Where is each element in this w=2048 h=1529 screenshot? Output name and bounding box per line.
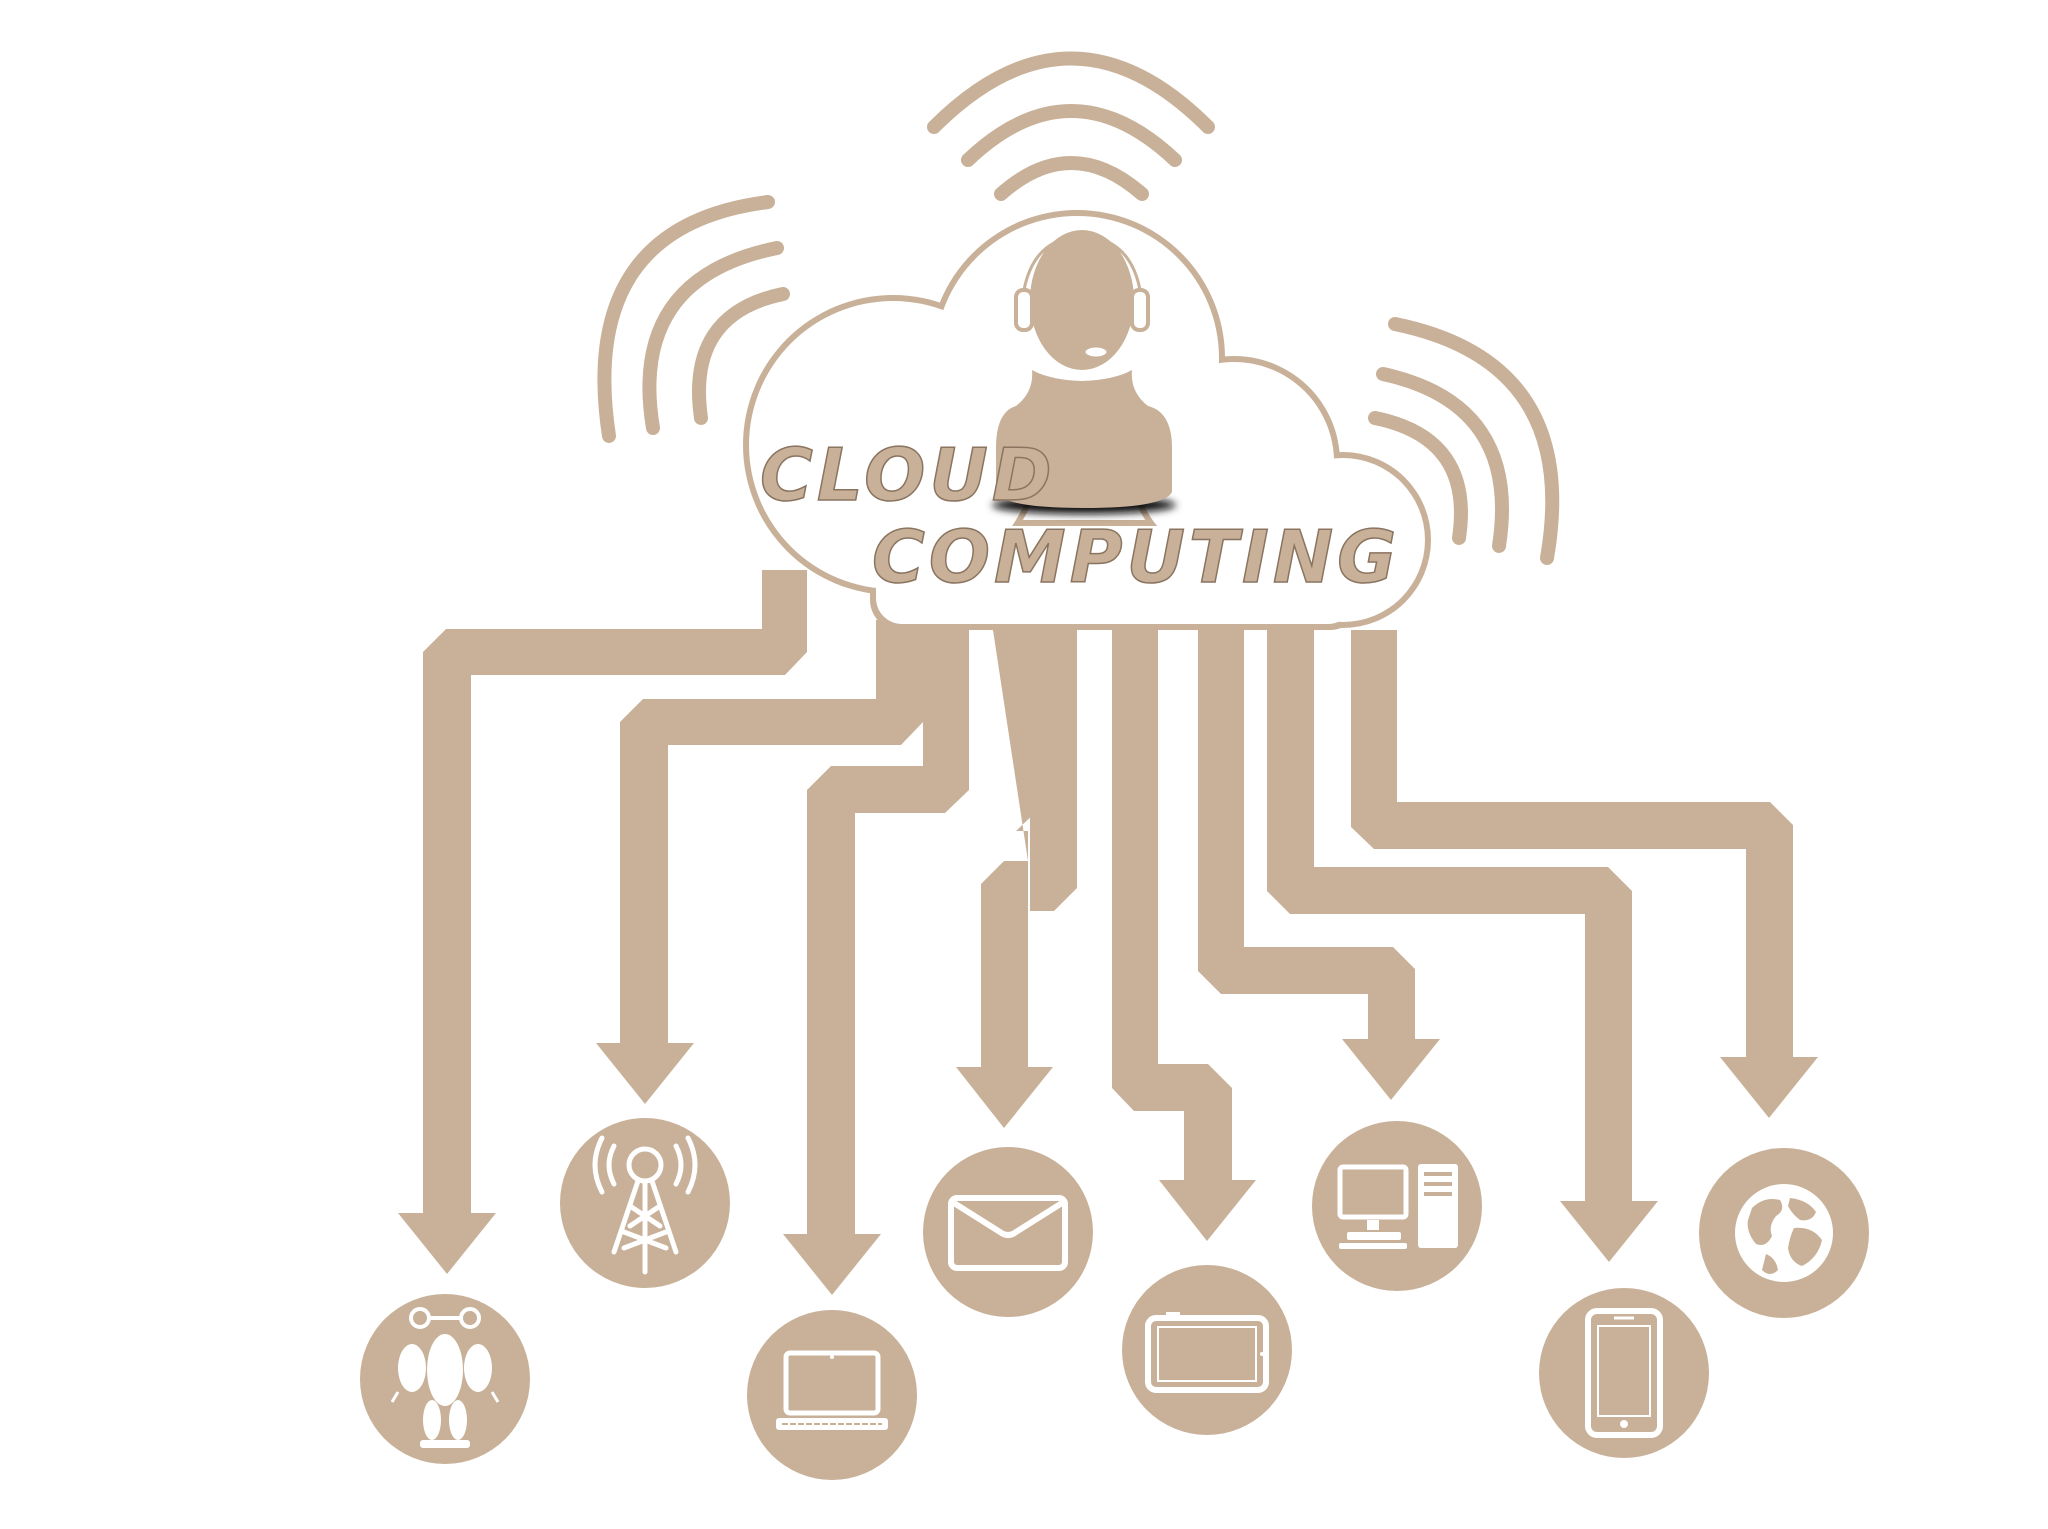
connector-laptop [783, 630, 969, 1295]
device-mail [923, 1147, 1093, 1317]
connector-tower [596, 620, 923, 1104]
device-tablet [1122, 1265, 1292, 1435]
wifi-signal-right [1368, 317, 1560, 565]
connector-robot [398, 570, 807, 1274]
support-agent-icon [992, 230, 1176, 514]
desktop-computer-icon [1337, 1164, 1458, 1249]
connector-mail-branch [1030, 630, 1077, 911]
tablet-landscape-icon [1145, 1312, 1269, 1393]
device-robot [360, 1294, 530, 1464]
agent-body [996, 370, 1172, 508]
connector-lines [398, 570, 1818, 1295]
connector-phone [1267, 630, 1658, 1262]
headset-ear-left [1014, 288, 1034, 332]
smartphone-icon [1585, 1308, 1663, 1438]
envelope-icon [948, 1195, 1068, 1271]
device-desktop [1312, 1121, 1482, 1291]
connector-tablet [1112, 630, 1256, 1241]
headset-ear-right [1130, 288, 1150, 332]
agent-head [1030, 230, 1134, 370]
laptop-icon [776, 1350, 888, 1430]
headset-band [1022, 234, 1142, 291]
connector-mail [956, 630, 1053, 1128]
device-laptop [747, 1310, 917, 1480]
device-phone [1539, 1288, 1709, 1458]
robot-icon [390, 1307, 500, 1448]
connector-desktop [1198, 630, 1440, 1100]
wifi-signal-top [927, 51, 1215, 201]
connector-globe [1351, 630, 1818, 1118]
title-line-2: COMPUTING [872, 515, 1400, 599]
broadcast-tower-icon [592, 1135, 698, 1275]
device-globe [1699, 1148, 1869, 1318]
device-tower [560, 1118, 730, 1288]
wifi-signal-left [597, 195, 790, 443]
title-line-1: CLOUD [760, 433, 1056, 517]
globe-icon [1733, 1182, 1835, 1284]
headset-mic-tip [1082, 344, 1110, 360]
